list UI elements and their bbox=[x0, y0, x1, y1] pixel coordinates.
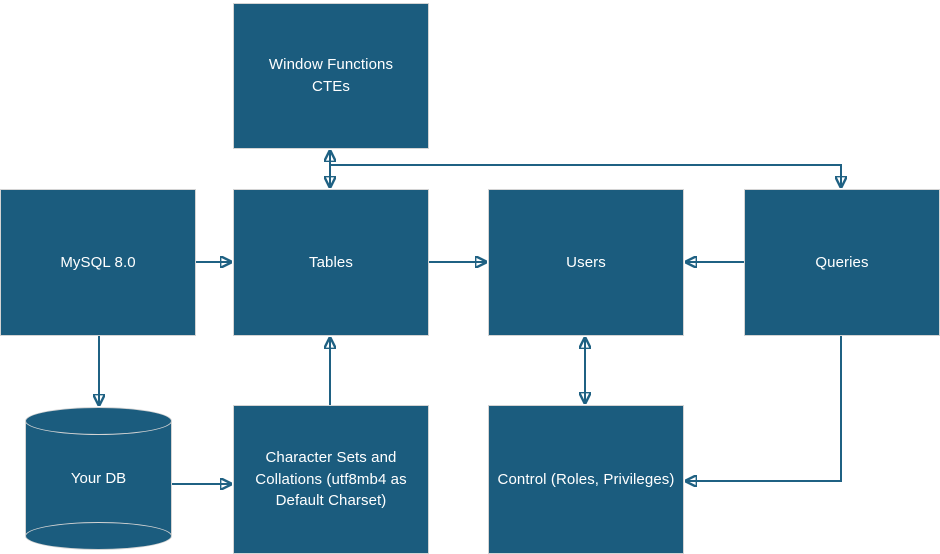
node-your-db-label: Your DB bbox=[70, 470, 127, 487]
node-users-label: Users bbox=[566, 253, 606, 271]
edge-queries-to-control bbox=[686, 336, 842, 481]
node-control-roles-privileges-label: Control (Roles, Privileges) bbox=[497, 470, 675, 488]
edge-window-functions-to-queries bbox=[331, 164, 841, 187]
node-mysql-8-0-label: MySQL 8.0 bbox=[60, 253, 136, 271]
node-tables[interactable]: Tables bbox=[233, 189, 429, 336]
cylinder-bottom-ellipse bbox=[25, 522, 172, 550]
node-users[interactable]: Users bbox=[488, 189, 684, 336]
node-window-functions-ctes-label: Window Functions CTEs bbox=[268, 56, 394, 95]
node-your-db[interactable]: Your DB bbox=[25, 407, 172, 550]
node-character-sets-collations-label: Character Sets and Collations (utf8mb4 a… bbox=[255, 448, 407, 510]
cylinder-top-ellipse bbox=[25, 407, 172, 435]
node-window-functions-ctes[interactable]: Window Functions CTEs bbox=[233, 3, 429, 149]
node-mysql-8-0[interactable]: MySQL 8.0 bbox=[0, 189, 196, 336]
node-character-sets-collations[interactable]: Character Sets and Collations (utf8mb4 a… bbox=[233, 405, 429, 554]
node-queries-label: Queries bbox=[815, 253, 869, 271]
node-queries[interactable]: Queries bbox=[744, 189, 940, 336]
node-tables-label: Tables bbox=[309, 253, 353, 271]
cylinder-body bbox=[25, 421, 172, 536]
node-control-roles-privileges[interactable]: Control (Roles, Privileges) bbox=[488, 405, 684, 554]
